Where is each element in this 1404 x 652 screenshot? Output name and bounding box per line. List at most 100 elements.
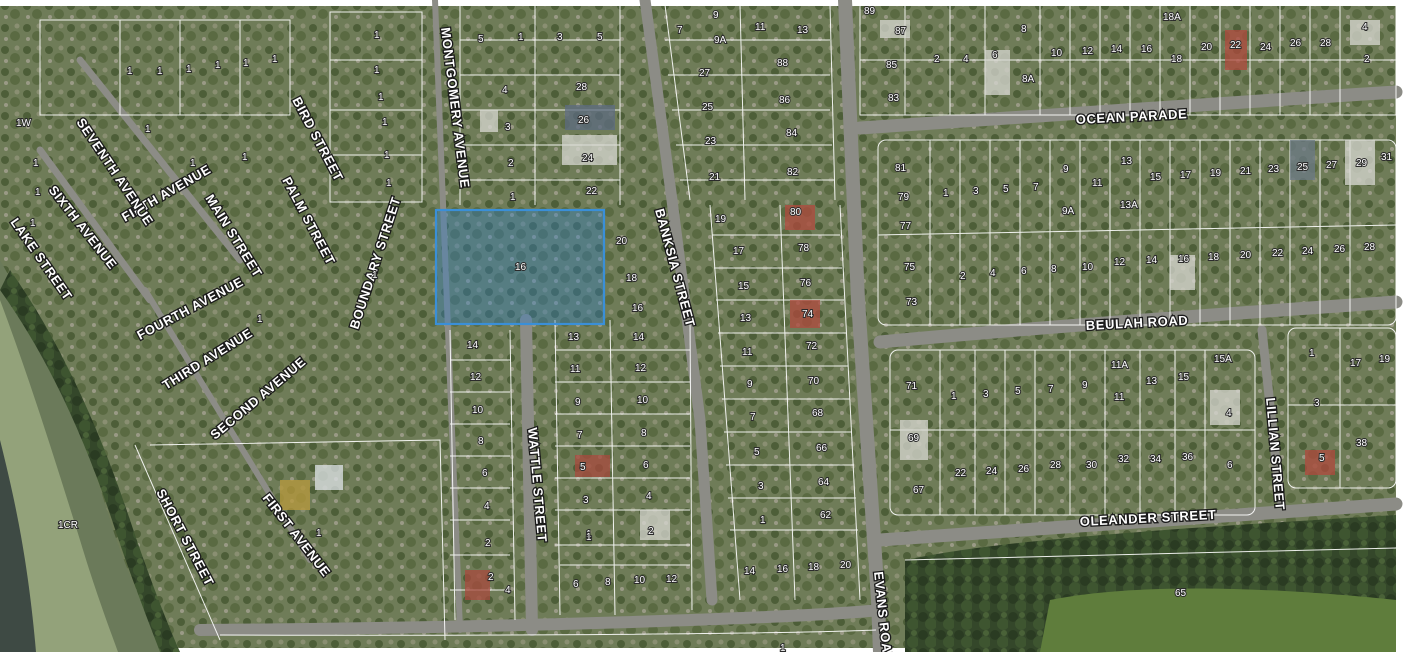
- lot-label: 7: [1048, 384, 1054, 395]
- lot-label: 5: [1003, 184, 1009, 195]
- lot-label: 4: [963, 54, 969, 65]
- lot-label: 13A: [1120, 200, 1138, 211]
- lot-label: 9: [713, 10, 719, 21]
- lot-label: 1: [378, 92, 384, 103]
- lot-label: 4: [502, 85, 508, 96]
- lot-label: 7: [750, 412, 756, 423]
- lot-label: 16: [1141, 44, 1153, 55]
- lot-label: 24: [582, 153, 594, 164]
- lot-label: 13: [1146, 376, 1158, 387]
- lot-label: 17: [1180, 170, 1192, 181]
- lot-label: 9: [575, 397, 581, 408]
- lot-label: 1: [386, 178, 392, 189]
- lot-label: 10: [637, 395, 649, 406]
- lot-label: 10: [634, 575, 646, 586]
- lot-label: 69: [908, 433, 920, 444]
- lot-label: 1: [215, 60, 221, 71]
- lot-label: 1: [384, 150, 390, 161]
- lot-label: 16: [1178, 254, 1190, 265]
- lot-label: 67: [913, 485, 925, 496]
- lot-label: 22: [1230, 40, 1242, 51]
- lot-label: 3: [983, 389, 989, 400]
- lot-label: 10: [1082, 262, 1094, 273]
- lot-label: 65: [1175, 588, 1187, 599]
- lot-label: 5: [597, 32, 603, 43]
- street-label-ocean: OCEAN PARADE: [1075, 106, 1187, 127]
- lot-label: 17: [733, 246, 745, 257]
- lot-label: 22: [1272, 248, 1284, 259]
- lot-label: 8: [1051, 264, 1057, 275]
- lot-label: 1: [33, 158, 39, 169]
- highlighted-lot-16[interactable]: [434, 208, 606, 326]
- lot-label: 1: [35, 187, 41, 198]
- lot-label: 1: [157, 66, 163, 77]
- lot-label: 1: [243, 58, 249, 69]
- lot-label: 8: [478, 436, 484, 447]
- lot-label: 13: [1121, 156, 1133, 167]
- lot-label: 11: [1092, 178, 1103, 189]
- lot-label: 11A: [1111, 360, 1128, 371]
- lot-label: 1: [374, 30, 380, 41]
- lot-label: 3: [583, 495, 589, 506]
- lot-label: 14: [1146, 255, 1158, 266]
- lot-label: 10: [1051, 48, 1063, 59]
- lot-label: 1: [760, 515, 766, 526]
- lot-label: 4: [505, 585, 511, 596]
- lot-label: 24: [986, 466, 998, 477]
- lot-label: 3: [758, 481, 764, 492]
- lot-label: 20: [616, 236, 628, 247]
- lot-label: 13: [568, 332, 580, 343]
- lot-label: 36: [1182, 452, 1194, 463]
- lot-label: 1: [780, 643, 786, 652]
- lot-label: 25: [1297, 162, 1309, 173]
- lot-label: 5: [478, 34, 484, 45]
- lot-label: 11: [1114, 392, 1125, 403]
- lot-label: 28: [1320, 38, 1332, 49]
- lot-label: 84: [786, 128, 798, 139]
- lot-label: 4: [990, 268, 996, 279]
- lot-label: 8: [641, 428, 647, 439]
- lot-label: 1: [316, 528, 322, 539]
- lot-label: 1: [1309, 348, 1315, 359]
- lot-label: 2: [960, 271, 966, 282]
- lot-label: 6: [573, 579, 579, 590]
- lot-label: 83: [888, 93, 900, 104]
- lot-label: 18: [808, 562, 820, 573]
- lot-label: 82: [787, 167, 799, 178]
- lot-label: 72: [806, 341, 818, 352]
- lot-label: 9: [1082, 380, 1088, 391]
- lot-label: 13: [797, 25, 809, 36]
- lot-label: 25: [702, 102, 714, 113]
- lot-label: 68: [812, 408, 824, 419]
- lot-label: 27: [1326, 160, 1338, 171]
- lot-label: 18: [1208, 252, 1220, 263]
- lot-label: 18: [1171, 54, 1183, 65]
- lot-label: 14: [744, 566, 756, 577]
- lot-label: 3: [505, 122, 511, 133]
- lot-label: 16: [777, 564, 789, 575]
- lot-label: 21: [709, 172, 721, 183]
- lot-label: 26: [1290, 38, 1302, 49]
- lot-label: 26: [578, 115, 590, 126]
- lot-label: 4: [484, 501, 490, 512]
- lot-label: 14: [633, 332, 645, 343]
- lot-label: 16: [632, 303, 644, 314]
- lot-label: 2: [648, 526, 654, 537]
- lot-label: 1: [943, 188, 949, 199]
- lot-label: 64: [818, 477, 830, 488]
- lot-label: 3: [973, 186, 979, 197]
- lot-label: 15: [738, 281, 750, 292]
- lot-label: 38: [1356, 438, 1368, 449]
- lot-label: 9: [747, 379, 753, 390]
- lot-label: 23: [705, 136, 717, 147]
- lot-label: 20: [1201, 42, 1213, 53]
- lot-label: 26: [1334, 244, 1346, 255]
- lot-label: 19: [1379, 354, 1391, 365]
- lot-label: 6: [643, 460, 649, 471]
- lot-label: 28: [1364, 242, 1376, 253]
- lot-label: 2: [508, 158, 514, 169]
- lot-label: 6: [992, 50, 998, 61]
- lot-label: 8: [605, 577, 611, 588]
- lot-label: 5: [580, 462, 586, 473]
